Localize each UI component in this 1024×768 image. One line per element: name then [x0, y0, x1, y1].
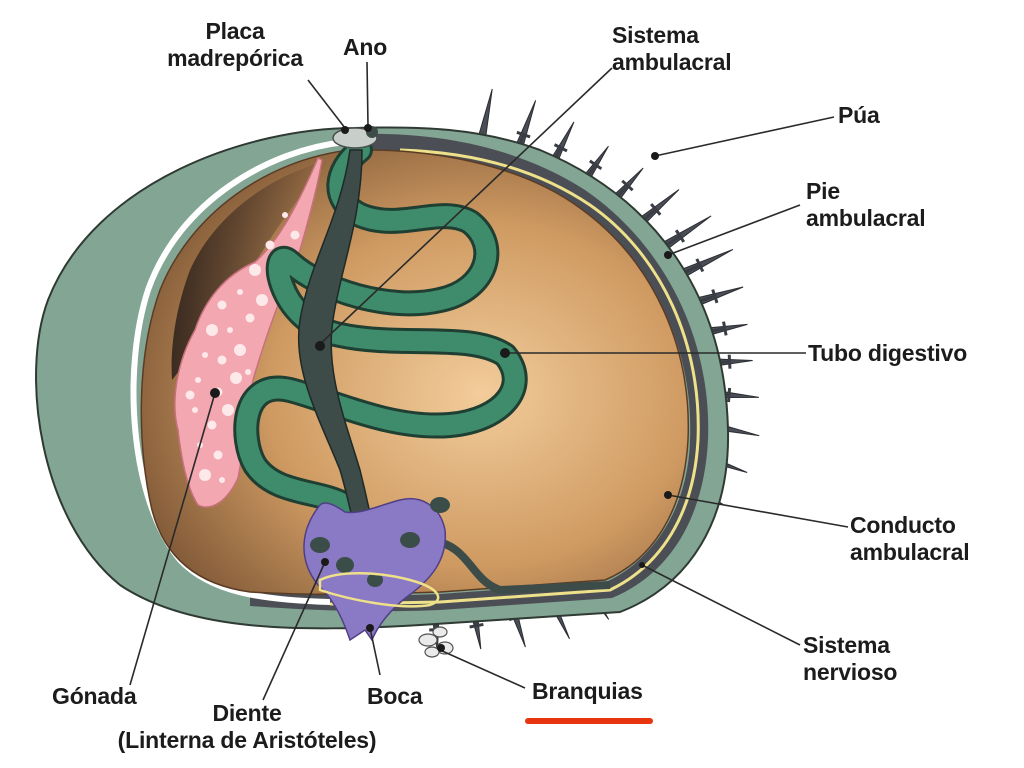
peristome-loop: [318, 572, 440, 608]
gonad-granule: [217, 355, 227, 365]
label-ano: Ano: [343, 34, 388, 60]
label-nervioso-line-2: nervioso: [803, 659, 898, 685]
label-sistema-ambulacral: Sistema ambulacral: [612, 22, 732, 76]
leader-boca: [369, 627, 381, 676]
label-diente-line-2: (Linterna de Aristóteles): [117, 727, 377, 753]
label-gonada: Gónada: [52, 683, 137, 709]
label-diente: Diente (Linterna de Aristóteles): [112, 700, 382, 754]
gonad-granule: [237, 289, 243, 295]
label-conducto-line-2: ambulacral: [850, 539, 970, 565]
gill: [418, 626, 454, 658]
gonad-granule: [245, 313, 255, 323]
lantern-ball-4: [430, 497, 450, 513]
gonad-granule: [230, 372, 242, 384]
leader-sistema-ambulacral: [317, 67, 613, 347]
lantern-ball-5: [367, 573, 383, 587]
leader-nervioso: [641, 564, 801, 646]
gonad-granule: [290, 230, 300, 240]
leader-pua: [654, 116, 835, 157]
gonad-granule: [265, 240, 275, 250]
gonad-granule: [217, 300, 227, 310]
label-nervioso-line-1: Sistema: [803, 632, 890, 658]
label-sistema-nervioso: Sistema nervioso: [803, 632, 897, 686]
leader-dots: [210, 124, 672, 652]
gonad-granule: [195, 377, 201, 383]
leader-diente: [262, 561, 326, 701]
gonad-granule: [222, 404, 234, 416]
label-placa-line-2: madrepórica: [167, 45, 303, 71]
label-conducto-line-1: Conducto: [850, 512, 956, 538]
label-pie-line-2: ambulacral: [806, 205, 926, 231]
lantern-ball-1: [310, 537, 330, 553]
inner-membrane: [130, 139, 346, 605]
leader-lines: [129, 61, 849, 701]
gonad-granule: [249, 264, 261, 276]
label-pie-line-1: Pie: [806, 178, 840, 204]
leader-ano: [366, 61, 369, 127]
label-sistema-ambulacral-line-2: ambulacral: [612, 49, 732, 75]
label-conducto-ambulacral: Conducto ambulacral: [850, 512, 970, 566]
gonad-granule: [234, 344, 246, 356]
gonad-granule: [207, 420, 217, 430]
label-boca: Boca: [367, 683, 423, 709]
leader-gonada: [129, 392, 216, 686]
gonad-granules: [185, 212, 300, 483]
gonad-granule: [213, 450, 223, 460]
leader-branquias: [439, 649, 526, 689]
gonad-granule: [185, 390, 195, 400]
leader-pie: [667, 204, 801, 256]
label-sistema-ambulacral-line-1: Sistema: [612, 22, 699, 48]
gonad-granule: [219, 477, 225, 483]
leader-conducto: [667, 494, 849, 528]
gonad-granule: [282, 212, 288, 218]
label-branquias: Branquias: [532, 678, 643, 704]
leader-placa: [307, 79, 346, 129]
lantern-ball-2: [336, 557, 354, 573]
digestive-tube-fill: [236, 140, 525, 600]
label-tubo-digestivo: Tubo digestivo: [808, 340, 968, 366]
lantern-ball-3: [400, 532, 420, 548]
gonad-granule: [206, 324, 218, 336]
label-pua: Púa: [838, 102, 880, 128]
label-diente-line-1: Diente: [212, 700, 282, 726]
label-placa-madreporica: Placa madrepórica: [160, 18, 310, 72]
label-pie-ambulacral: Pie ambulacral: [806, 178, 926, 232]
gonad-granule: [245, 369, 251, 375]
gonad-granule: [227, 327, 233, 333]
gonad-granule: [192, 407, 198, 413]
label-placa-line-1: Placa: [205, 18, 265, 44]
gonad-granule: [199, 469, 211, 481]
gonad-granule: [256, 294, 268, 306]
branquias-highlight-underline: [525, 718, 653, 724]
gonad-granule: [202, 352, 208, 358]
